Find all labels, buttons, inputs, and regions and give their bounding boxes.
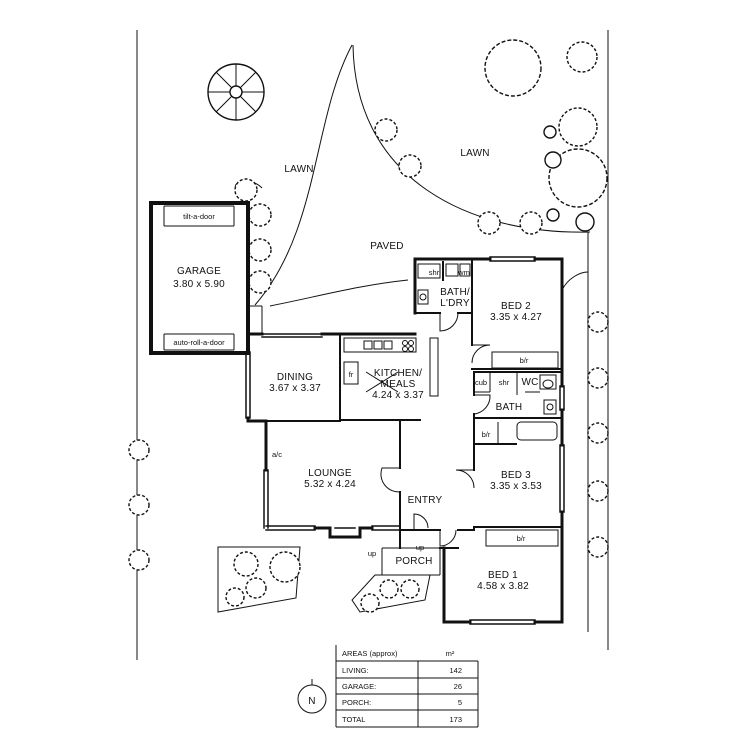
bed3-robe: b/r [482, 430, 491, 439]
area-row-label: PORCH: [342, 698, 371, 707]
bed1-dims: 4.58 x 3.82 [477, 581, 529, 592]
bath-ldry-label-line2: L'DRY [440, 298, 470, 309]
kitchen-dims: 4.24 x 3.37 [372, 390, 424, 401]
area-row-value: 142 [449, 666, 462, 675]
kitchen-fittings: fr [343, 337, 439, 397]
entry-up-label: up [416, 543, 424, 552]
bath-name: BATH [496, 402, 523, 413]
bed2-robe: b/r [520, 356, 529, 365]
bed3-dims: 3.35 x 3.53 [490, 481, 542, 492]
garden-bed-porch [351, 574, 431, 613]
garden-bed-bottom-left [217, 546, 301, 613]
kitchen-name-line1: KITCHEN/ [374, 368, 422, 379]
bath-ldry-wm-label: wm [457, 268, 470, 277]
lawn-left-label: LAWN [284, 164, 313, 175]
left-boundary-shrubs [128, 439, 150, 571]
door-swings [380, 312, 491, 547]
path-shrubs [374, 118, 543, 235]
fridge-label: fr [349, 370, 354, 379]
area-row-value: 5 [458, 698, 462, 707]
area-row-value: 26 [454, 682, 462, 691]
area-row-label: GARAGE: [342, 682, 376, 691]
paved-edges [234, 44, 591, 307]
area-total-label: TOTAL [342, 715, 365, 724]
areas-table: AREAS (approx) m² LIVING: 142 GARAGE: 26… [335, 645, 479, 728]
bed1-robe: b/r [517, 534, 526, 543]
garage-side-shrubs [234, 178, 272, 294]
areas-heading: AREAS (approx) [342, 649, 398, 658]
garage-name: GARAGE [177, 266, 221, 277]
garage-bottom-door-label: auto-roll-a-door [173, 338, 225, 347]
area-total-value: 173 [449, 715, 462, 724]
bed2-name: BED 2 [501, 301, 531, 312]
bath-ldry-shr-label: shr [429, 268, 440, 277]
large-tree-icon [207, 63, 265, 121]
bathroom-fittings [417, 263, 557, 415]
bed1-name: BED 1 [488, 570, 518, 581]
bath-wc-label: WC [521, 377, 538, 388]
bush-cluster-top-right [484, 39, 608, 232]
bed2-dims: 3.35 x 4.27 [490, 312, 542, 323]
bath-ldry-label-line1: BATH/ [440, 287, 470, 298]
lounge-dims: 5.32 x 4.24 [304, 479, 356, 490]
kitchen-name-line2: MEALS [381, 379, 416, 390]
porch-up-label: up [368, 549, 376, 558]
entry-name: ENTRY [408, 495, 443, 506]
bath-shr-label: shr [499, 378, 510, 387]
paved-label: PAVED [370, 241, 403, 252]
lounge-name: LOUNGE [308, 468, 352, 479]
north-arrow-icon: N [297, 679, 327, 714]
lawn-right-label: LAWN [460, 148, 489, 159]
dining-dims: 3.67 x 3.37 [269, 383, 321, 394]
garage-top-door-label: tilt-a-door [183, 212, 215, 221]
garage-dims: 3.80 x 5.90 [173, 279, 225, 290]
bed3-name: BED 3 [501, 470, 531, 481]
right-boundary-shrubs [587, 311, 609, 558]
house-walls [245, 256, 565, 625]
areas-unit: m² [446, 649, 455, 658]
landscaping-trees [128, 39, 609, 613]
porch-name: PORCH [395, 556, 432, 567]
dining-name: DINING [277, 372, 313, 383]
room-labels: LAWN LAWN PAVED shr wm BATH/ L'DRY BED 2… [269, 148, 542, 592]
north-label: N [308, 696, 315, 707]
area-row-label: LIVING: [342, 666, 369, 675]
garage: tilt-a-door auto-roll-a-door GARAGE 3.80… [149, 201, 250, 355]
bath-cub-label: cub [475, 378, 487, 387]
lounge-ac-label: a/c [272, 450, 282, 459]
